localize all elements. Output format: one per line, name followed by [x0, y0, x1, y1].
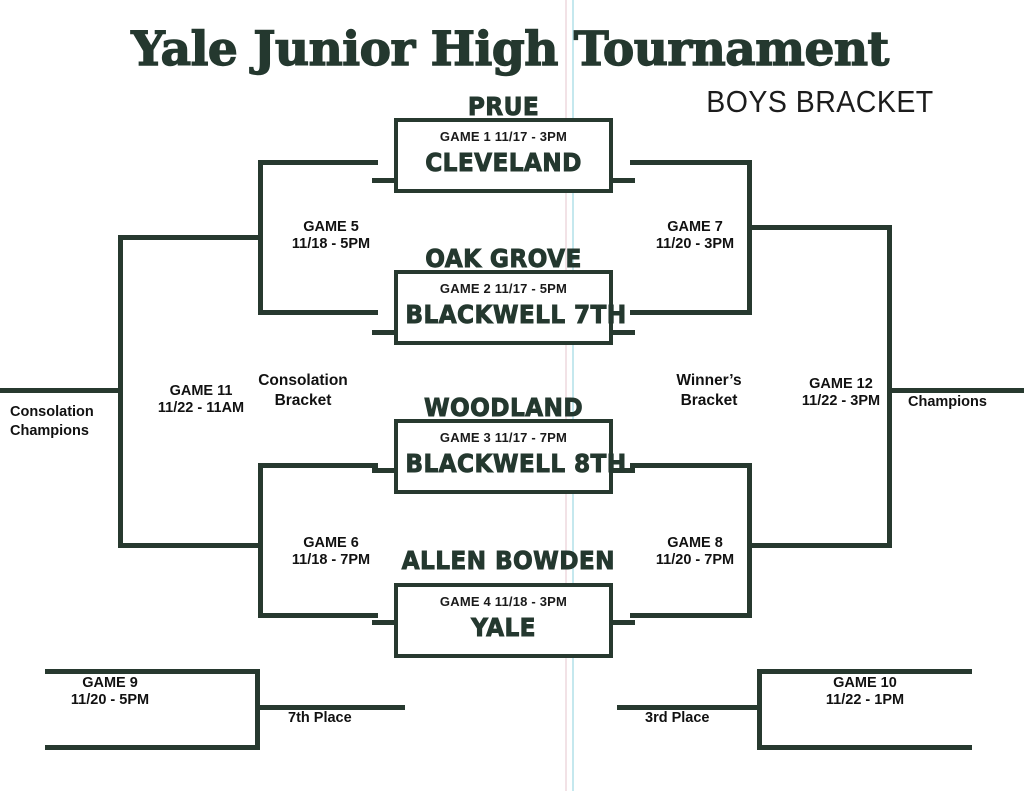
game1-box[interactable]: GAME 1 11/17 - 3PM CLEVELAND — [394, 118, 613, 193]
connector-game4-right — [611, 620, 635, 625]
game6-bracket-spine — [258, 463, 263, 618]
game8-bracket-bottom — [630, 613, 752, 618]
game3-box[interactable]: GAME 3 11/17 - 7PM BLACKWELL 8TH — [394, 419, 627, 494]
game7-bracket-spine — [747, 160, 752, 315]
game8-datetime: 11/20 - 7PM — [655, 552, 735, 568]
game12-name: GAME 12 — [809, 376, 873, 392]
game5-bracket-top — [258, 160, 378, 165]
game5-label: GAME 5 11/18 - 5PM — [256, 219, 406, 253]
game11-bracket-out — [0, 388, 120, 393]
game2-team: BLACKWELL 7TH — [405, 300, 627, 330]
game11-name: GAME 11 — [169, 383, 233, 399]
connector-game1-left — [372, 178, 396, 183]
game6-label: GAME 6 11/18 - 7PM — [256, 535, 406, 569]
game9-bracket-out — [258, 705, 405, 710]
game7-bracket-out — [750, 225, 892, 230]
game12-bracket-out — [890, 388, 1024, 393]
game11-bracket-spine — [118, 235, 123, 548]
game3-seed-top: WOODLAND — [423, 393, 584, 423]
connector-game3-left — [372, 468, 396, 473]
game5-datetime: 11/18 - 5PM — [291, 236, 371, 252]
winners-bracket-label: Winner’s Bracket — [634, 371, 784, 411]
game4-seed-top: ALLEN BOWDEN — [401, 546, 615, 576]
game10-bracket-bottom — [757, 745, 972, 750]
game10-bracket-top — [757, 669, 972, 674]
game4-meta: GAME 4 11/18 - 3PM — [439, 594, 568, 609]
consolation-champions-line2: Champions — [10, 423, 89, 439]
game8-bracket-top — [630, 463, 752, 468]
game2-box[interactable]: GAME 2 11/17 - 5PM BLACKWELL 7TH — [394, 270, 627, 345]
game12-datetime: 11/22 - 3PM — [801, 393, 881, 409]
game5-bracket-out — [118, 235, 260, 240]
page-title: Yale Junior High Tournament — [131, 21, 890, 77]
page-subtitle: BOYS BRACKET — [706, 84, 934, 119]
game8-name: GAME 8 — [667, 535, 723, 551]
game10-datetime: 11/22 - 1PM — [825, 692, 905, 708]
seventh-place-label: 7th Place — [288, 710, 352, 726]
game6-datetime: 11/18 - 7PM — [291, 552, 371, 568]
game10-name: GAME 10 — [833, 675, 897, 691]
winners-bracket-line2: Bracket — [680, 392, 738, 409]
game1-seed-top: PRUE — [467, 92, 540, 122]
game7-name: GAME 7 — [667, 219, 723, 235]
game6-bracket-top — [258, 463, 378, 468]
game12-label: GAME 12 11/22 - 3PM — [766, 376, 916, 410]
game3-meta: GAME 3 11/17 - 7PM — [439, 430, 568, 445]
connector-game2-left — [372, 330, 396, 335]
consolation-champions-line1: Consolation — [10, 404, 94, 420]
game5-bracket-spine — [258, 160, 263, 315]
connector-game1-right — [611, 178, 635, 183]
game9-bracket-bottom — [45, 745, 260, 750]
game10-bracket-out — [617, 705, 760, 710]
game7-bracket-bottom — [630, 310, 752, 315]
connector-game2-right — [611, 330, 635, 335]
game1-meta: GAME 1 11/17 - 3PM — [439, 129, 568, 144]
game11-datetime: 11/22 - 11AM — [157, 400, 245, 416]
game9-name: GAME 9 — [82, 675, 138, 691]
game1-team: CLEVELAND — [425, 148, 582, 178]
game12-bracket-spine — [887, 225, 892, 548]
consolation-champions-label: Consolation Champions — [10, 403, 94, 441]
game9-datetime: 11/20 - 5PM — [70, 692, 150, 708]
game2-seed-top: OAK GROVE — [425, 244, 582, 274]
game6-name: GAME 6 — [303, 535, 359, 551]
game5-name: GAME 5 — [303, 219, 359, 235]
game9-label: GAME 9 11/20 - 5PM — [35, 675, 185, 709]
game9-bracket-top — [45, 669, 260, 674]
game6-bracket-bottom — [258, 613, 378, 618]
game6-bracket-out — [118, 543, 260, 548]
third-place-label: 3rd Place — [645, 710, 710, 726]
game11-label: GAME 11 11/22 - 11AM — [126, 383, 276, 417]
game9-bracket-spine — [255, 669, 260, 750]
connector-game4-left — [372, 620, 396, 625]
consolation-bracket-line1: Consolation — [258, 372, 348, 389]
game2-meta: GAME 2 11/17 - 5PM — [439, 281, 568, 296]
game8-label: GAME 8 11/20 - 7PM — [620, 535, 770, 569]
game5-bracket-bottom — [258, 310, 378, 315]
champions-label: Champions — [908, 394, 987, 410]
consolation-bracket-label: Consolation Bracket — [228, 371, 378, 411]
game8-bracket-out — [750, 543, 892, 548]
game4-box[interactable]: GAME 4 11/18 - 3PM YALE — [394, 583, 613, 658]
game10-label: GAME 10 11/22 - 1PM — [790, 675, 940, 709]
game7-datetime: 11/20 - 3PM — [655, 236, 735, 252]
winners-bracket-line1: Winner’s — [676, 372, 742, 389]
game7-label: GAME 7 11/20 - 3PM — [620, 219, 770, 253]
connector-game3-right — [611, 468, 635, 473]
consolation-bracket-line2: Bracket — [274, 392, 332, 409]
game7-bracket-top — [630, 160, 752, 165]
game8-bracket-spine — [747, 463, 752, 618]
game3-team: BLACKWELL 8TH — [405, 449, 627, 479]
game4-team: YALE — [471, 613, 536, 643]
